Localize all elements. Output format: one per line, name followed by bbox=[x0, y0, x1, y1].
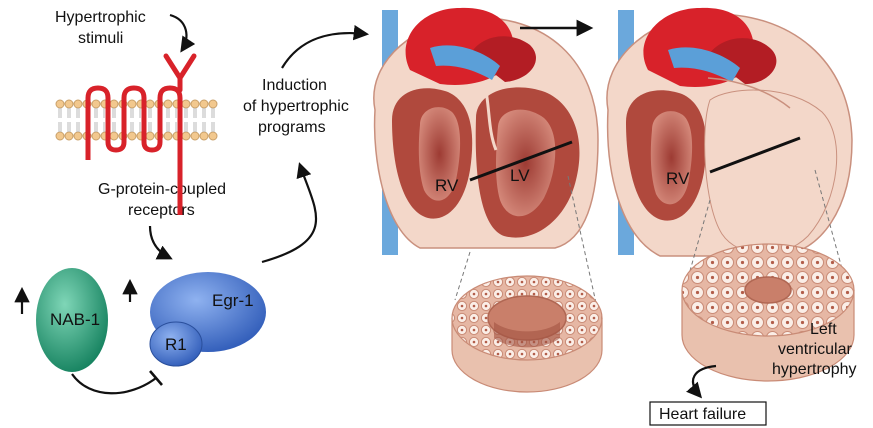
lvh-label-line1: Left bbox=[810, 321, 837, 338]
induction-to-heart-arrow bbox=[282, 33, 366, 68]
lipid-tail bbox=[59, 122, 61, 132]
lipid-tail bbox=[185, 122, 187, 132]
lipid-head bbox=[182, 132, 190, 140]
lipid-head bbox=[146, 100, 154, 108]
lipid-tail bbox=[77, 108, 79, 118]
lipid-tail bbox=[95, 122, 97, 132]
lipid-head bbox=[65, 132, 73, 140]
lipid-head bbox=[200, 132, 208, 140]
receptor-y-ligand bbox=[166, 56, 194, 90]
hypertrophic-heart bbox=[607, 8, 852, 256]
lipid-tail bbox=[113, 122, 115, 132]
lipid-head bbox=[110, 132, 118, 140]
lipid-head bbox=[92, 100, 100, 108]
lipid-tail bbox=[185, 108, 187, 118]
lipid-head bbox=[200, 100, 208, 108]
lipid-tail bbox=[212, 122, 214, 132]
lipid-head bbox=[128, 132, 136, 140]
stimulus-label-line2: stimuli bbox=[78, 30, 123, 47]
stimulus-label-line1: Hypertrophic bbox=[55, 9, 146, 26]
nab1-label: NAB-1 bbox=[50, 310, 100, 329]
normal-heart-lv-label: LV bbox=[510, 166, 530, 185]
hypertrophic-heart-rv-label: RV bbox=[666, 169, 690, 188]
lvh-label-line3: hypertrophy bbox=[772, 361, 857, 378]
lipid-head bbox=[191, 132, 199, 140]
lipid-tail bbox=[68, 122, 70, 132]
receptors-label-line1: G-protein-coupled bbox=[98, 181, 226, 198]
lipid-tail bbox=[203, 122, 205, 132]
lipid-head bbox=[110, 100, 118, 108]
lipid-head bbox=[182, 100, 190, 108]
lipid-head bbox=[92, 132, 100, 140]
receptors-label-line2: receptors bbox=[128, 202, 195, 219]
lipid-head bbox=[191, 100, 199, 108]
receptor-to-egr1-arrow bbox=[150, 226, 170, 258]
lipid-tail bbox=[77, 122, 79, 132]
normal-cross-section bbox=[452, 276, 602, 392]
lipid-head bbox=[65, 100, 73, 108]
lipid-tail bbox=[194, 122, 196, 132]
egr1-to-induction-arrow bbox=[262, 165, 316, 262]
lipid-tail bbox=[131, 108, 133, 118]
stimulus-arrow bbox=[170, 15, 186, 50]
nab1-inhibition-curve bbox=[72, 374, 156, 393]
normal-heart-rv-label: RV bbox=[435, 176, 459, 195]
lipid-tail bbox=[59, 108, 61, 118]
inhibition-bar bbox=[150, 371, 162, 385]
induction-label-line1: Induction bbox=[262, 77, 327, 94]
lipid-tail bbox=[149, 122, 151, 132]
egr1-label: Egr-1 bbox=[212, 291, 254, 310]
lipid-head bbox=[56, 100, 64, 108]
lipid-tail bbox=[68, 108, 70, 118]
lipid-head bbox=[164, 100, 172, 108]
lipid-head bbox=[56, 132, 64, 140]
lvh-label-line2: ventricular bbox=[778, 341, 852, 358]
lipid-tail bbox=[212, 108, 214, 118]
lipid-head bbox=[128, 100, 136, 108]
cell-membrane bbox=[56, 100, 217, 140]
lipid-tail bbox=[95, 108, 97, 118]
induction-label-line2: of hypertrophic bbox=[243, 98, 349, 115]
lipid-head bbox=[209, 100, 217, 108]
lipid-tail bbox=[194, 108, 196, 118]
r1-label: R1 bbox=[165, 335, 187, 354]
lipid-tail bbox=[149, 108, 151, 118]
lipid-tail bbox=[167, 122, 169, 132]
lipid-head bbox=[164, 132, 172, 140]
lipid-tail bbox=[167, 108, 169, 118]
normal-heart bbox=[374, 8, 598, 255]
induction-label-line3: programs bbox=[258, 119, 326, 136]
lipid-head bbox=[74, 132, 82, 140]
heart-failure-label: Heart failure bbox=[659, 406, 746, 423]
lipid-head bbox=[74, 100, 82, 108]
lipid-tail bbox=[203, 108, 205, 118]
lipid-tail bbox=[131, 122, 133, 132]
lipid-head bbox=[209, 132, 217, 140]
lipid-head bbox=[146, 132, 154, 140]
lipid-tail bbox=[113, 108, 115, 118]
